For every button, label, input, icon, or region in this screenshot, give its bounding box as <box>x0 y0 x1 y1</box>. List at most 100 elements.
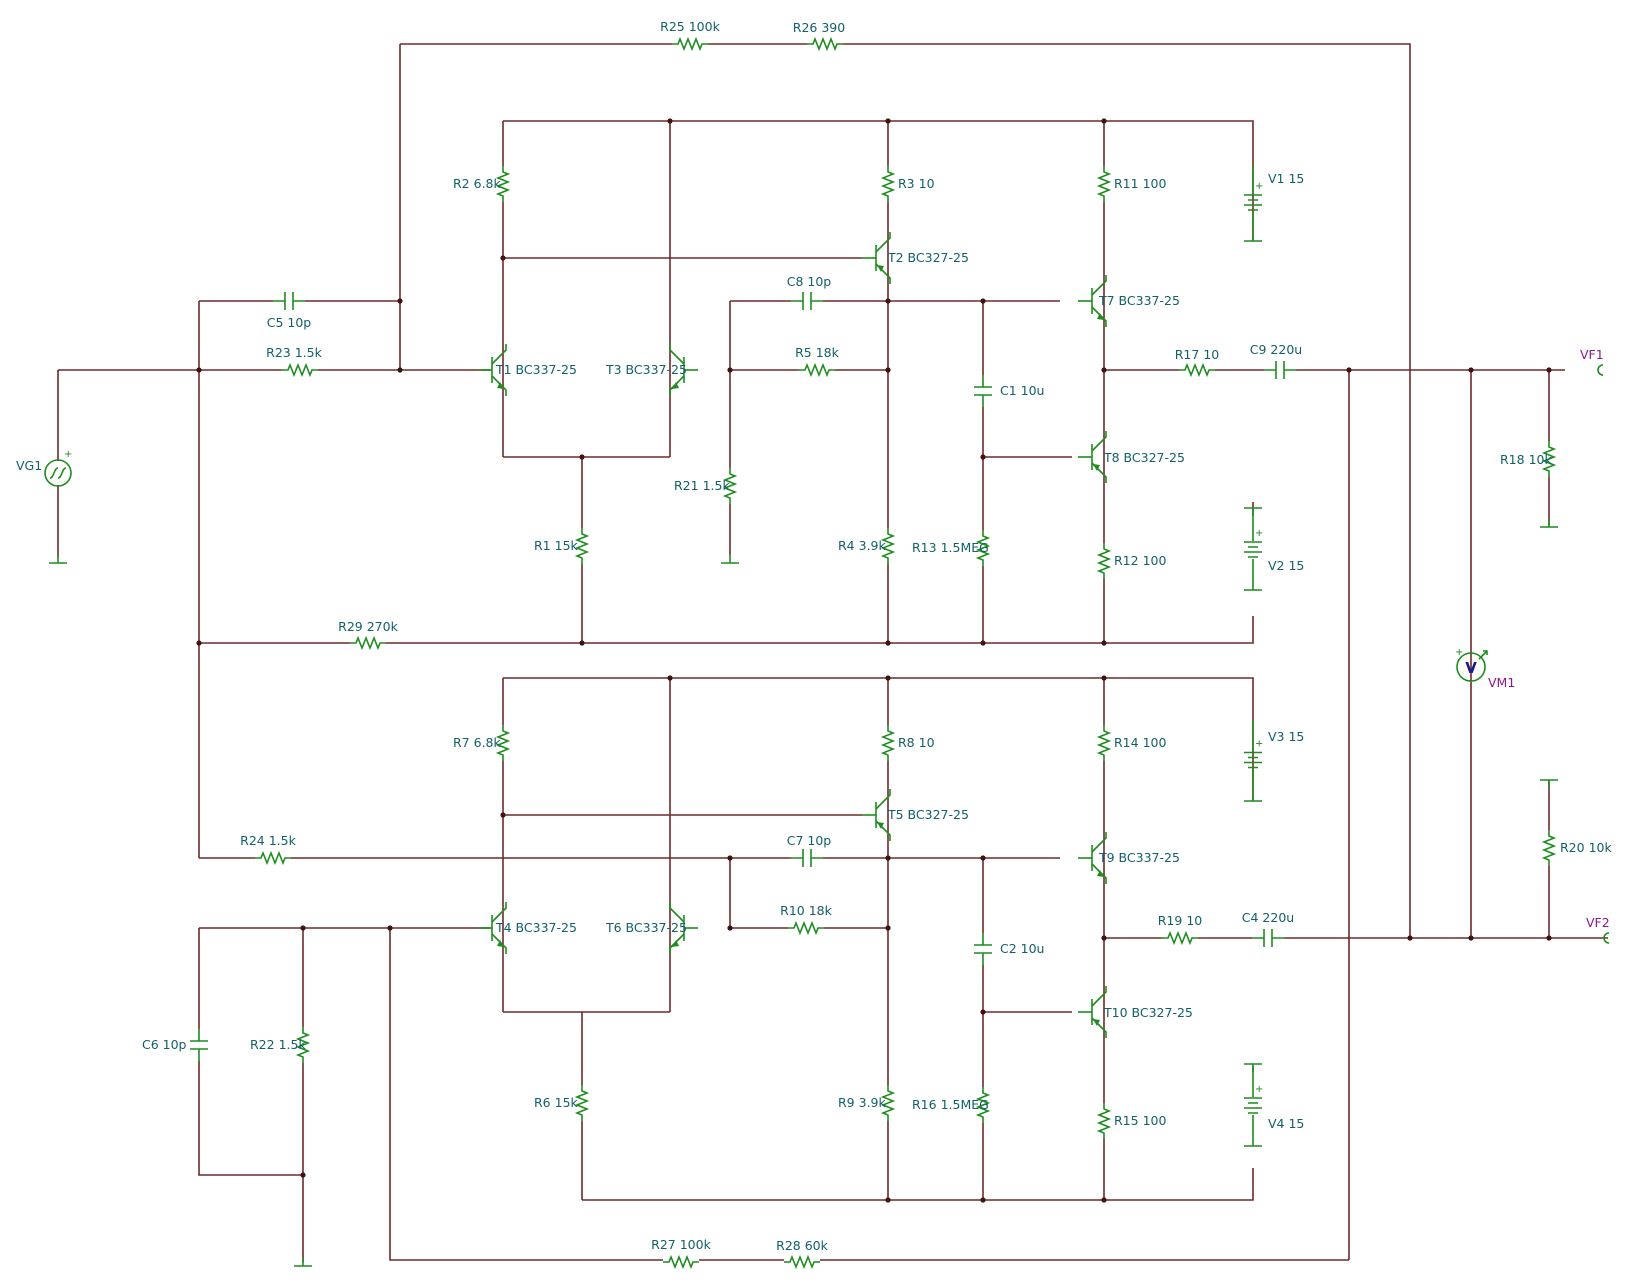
c6-mask <box>189 1029 209 1061</box>
r27-label: R27 100k <box>651 1237 711 1252</box>
t2-arrow <box>877 265 884 272</box>
t9-arrow <box>1097 870 1104 877</box>
junction-dot <box>1101 118 1107 124</box>
r7-label: R7 6.8k <box>453 735 501 750</box>
r27-resistor <box>663 1254 699 1270</box>
t10-top-lead <box>1091 986 1107 1007</box>
t7-top-lead <box>1091 275 1107 296</box>
t1-label: T1 BC337-25 <box>495 362 577 377</box>
r6-label: R6 15k <box>534 1095 579 1110</box>
v4-label: V4 15 <box>1268 1116 1304 1131</box>
c2-capacitor <box>974 933 992 965</box>
t8-top-lead <box>1091 431 1107 452</box>
v4-plus: + <box>1255 1084 1263 1095</box>
r18-ground <box>1540 519 1558 528</box>
junction-dots <box>196 118 1552 1203</box>
r22-resistor <box>295 1027 311 1063</box>
c9-mask <box>1264 360 1296 380</box>
junction-dot <box>727 855 733 861</box>
r29-label: R29 270k <box>338 619 398 634</box>
v1-label: V1 15 <box>1268 171 1304 186</box>
r3-resistor <box>880 166 896 202</box>
r20-label: R20 10k <box>1560 840 1612 855</box>
r16-label: R16 1.5MEG <box>912 1097 989 1112</box>
vm1-voltmeter-icon <box>1456 652 1486 682</box>
r19-label: R19 10 <box>1158 913 1203 928</box>
c7-label: C7 10p <box>787 833 832 848</box>
t6-arrow <box>672 940 679 947</box>
junction-dot <box>1101 1197 1107 1203</box>
r26-resistor <box>807 36 843 52</box>
r21-ground <box>721 555 739 564</box>
r21-label: R21 1.5k <box>674 478 730 493</box>
r2-resistor <box>495 166 511 202</box>
junction-dot <box>1407 935 1413 941</box>
junction-dot <box>397 367 403 373</box>
junction-dot <box>196 640 202 646</box>
c7-capacitor <box>791 849 823 867</box>
junction-dot <box>1468 935 1474 941</box>
c9-capacitor <box>1264 361 1296 379</box>
components <box>44 36 1610 1270</box>
r12-resistor <box>1096 543 1112 579</box>
t10-arrow <box>1093 1019 1100 1026</box>
junction-dot <box>196 367 202 373</box>
r1-label: R1 15k <box>534 538 579 553</box>
junction-dot <box>1101 367 1107 373</box>
v2-plus: + <box>1255 528 1263 539</box>
v1-cells <box>1244 194 1262 211</box>
r19-resistor <box>1162 930 1198 946</box>
r12-label: R12 100 <box>1114 553 1166 568</box>
junction-dot <box>980 640 986 646</box>
junction-dot <box>300 925 306 931</box>
wire-44 <box>582 1168 1254 1201</box>
c6-capacitor <box>190 1029 208 1061</box>
r24-resistor <box>255 850 291 866</box>
r8-label: R8 10 <box>898 735 935 750</box>
t4-bottom-lead <box>491 933 507 954</box>
wire-48 <box>198 928 303 1176</box>
r11-label: R11 100 <box>1114 176 1166 191</box>
vf1-port-icon <box>1597 364 1604 376</box>
t3-arrow <box>672 382 679 389</box>
r23-label: R23 1.5k <box>266 345 322 360</box>
r25-resistor <box>672 36 708 52</box>
v2-label: V2 15 <box>1268 558 1304 573</box>
junction-dot <box>980 298 986 304</box>
t8-arrow <box>1093 464 1100 471</box>
v3-label: V3 15 <box>1268 729 1304 744</box>
c5-capacitor <box>273 292 305 310</box>
wire-50 <box>389 928 1349 1261</box>
r21-resistor <box>722 468 738 504</box>
junction-dot <box>579 454 585 460</box>
junction-dot <box>1468 367 1474 373</box>
r28-label: R28 60k <box>776 1238 828 1253</box>
junction-dot <box>980 1009 986 1015</box>
junction-dot <box>1546 935 1552 941</box>
junction-dot <box>387 925 393 931</box>
r29-resistor <box>350 635 386 651</box>
junction-dot <box>885 855 891 861</box>
junction-dot <box>1101 640 1107 646</box>
junction-dot <box>500 255 506 261</box>
r25-label: R25 100k <box>660 19 720 34</box>
c4-mask <box>1252 928 1284 948</box>
r15-label: R15 100 <box>1114 1113 1166 1128</box>
c9-label: C9 220u <box>1250 342 1302 357</box>
t5-arrow <box>877 822 884 829</box>
r13-resistor <box>975 530 991 566</box>
t8-label: T8 BC327-25 <box>1103 450 1185 465</box>
junction-dot <box>500 812 506 818</box>
t10-label: T10 BC327-25 <box>1103 1005 1193 1020</box>
junction-dot <box>1101 935 1107 941</box>
vm1-plus: + <box>1455 647 1463 658</box>
c2-mask <box>973 933 993 965</box>
wire-7 <box>199 616 1254 644</box>
vf1-label: VF1 <box>1580 347 1604 362</box>
r3-label: R3 10 <box>898 176 935 191</box>
junction-dot <box>885 118 891 124</box>
vg1-sine-icon <box>49 467 67 479</box>
t3-top-lead <box>669 344 685 365</box>
c8-label: C8 10p <box>787 274 832 289</box>
